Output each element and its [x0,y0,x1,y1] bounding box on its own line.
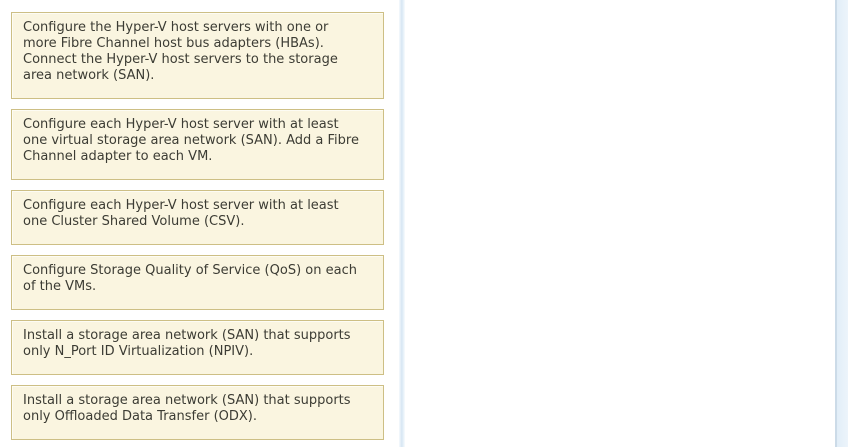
window-edge-strip [835,0,848,447]
drag-option-4[interactable]: Configure Storage Quality of Service (Qo… [11,255,384,310]
pane-divider [399,0,405,447]
drag-option-6[interactable]: Install a storage area network (SAN) tha… [11,385,384,440]
answer-drop-area[interactable] [405,0,835,447]
drag-option-2[interactable]: Configure each Hyper-V host server with … [11,109,384,180]
drag-option-5[interactable]: Install a storage area network (SAN) tha… [11,320,384,375]
drag-option-1[interactable]: Configure the Hyper-V host servers with … [11,12,384,99]
source-options-pane: Configure the Hyper-V host servers with … [0,0,399,447]
drag-option-3[interactable]: Configure each Hyper-V host server with … [11,190,384,245]
